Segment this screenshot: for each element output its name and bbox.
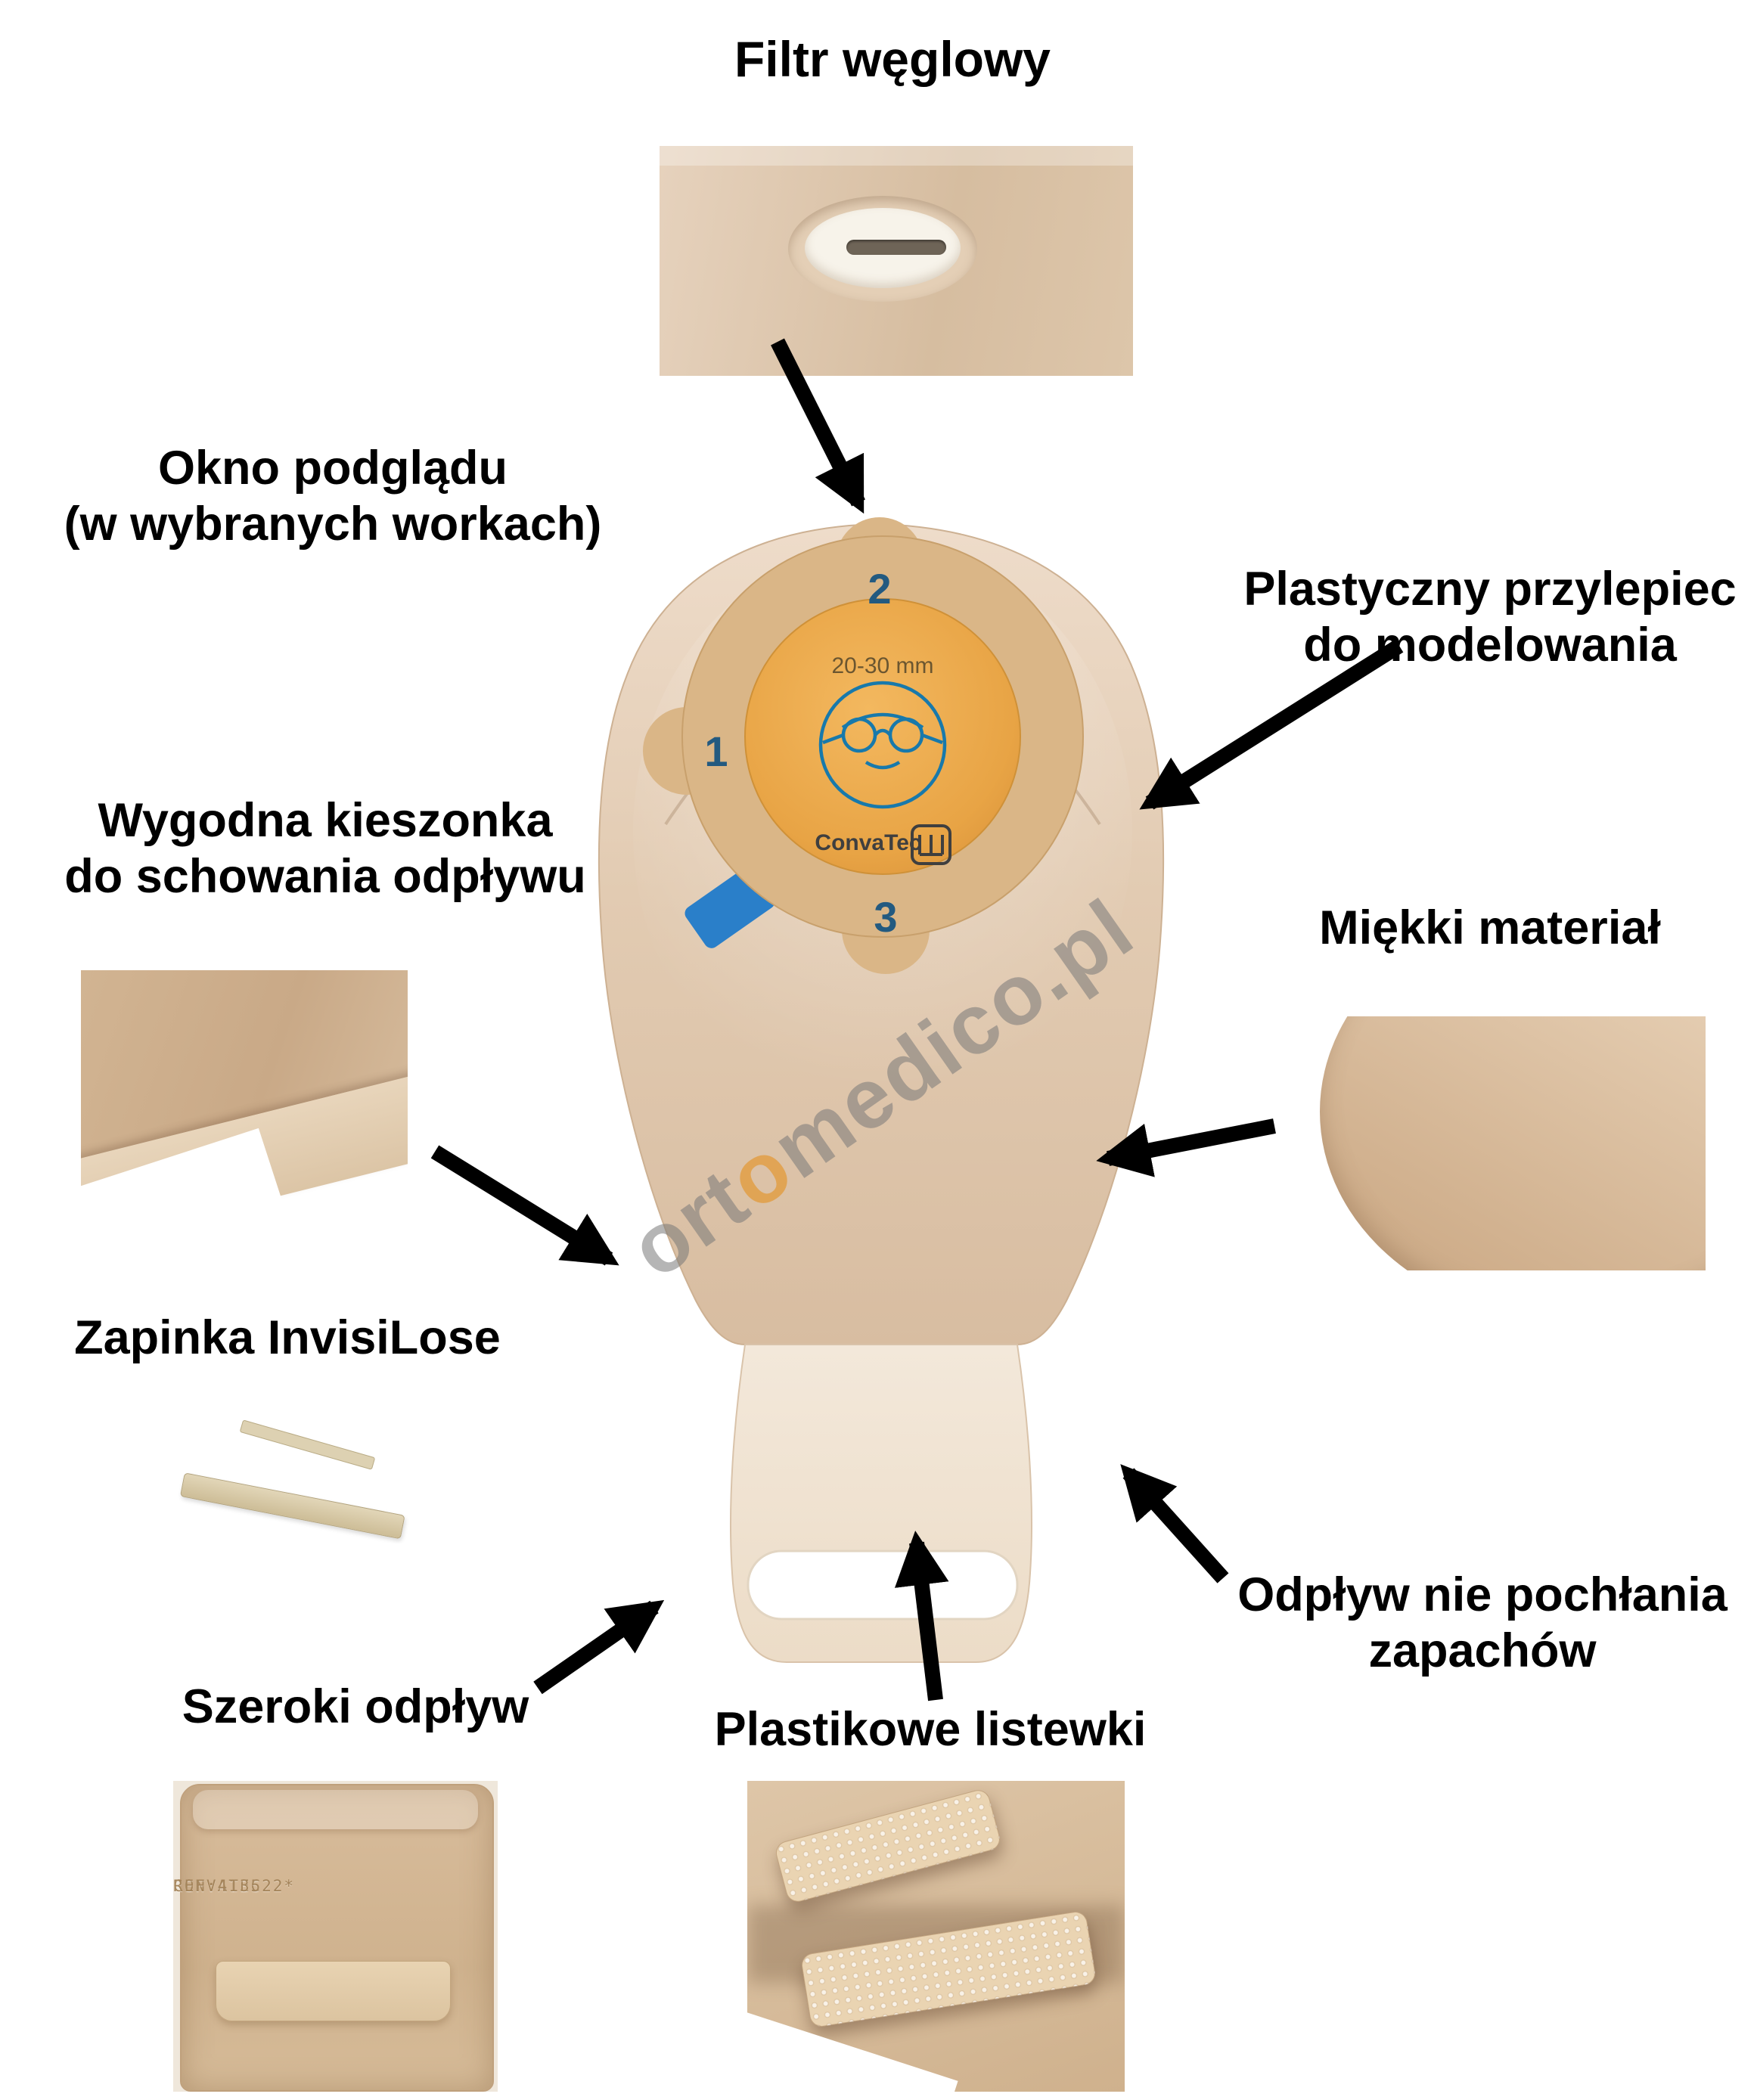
embossed-line2: REF:413522* <box>173 1877 296 1895</box>
label-viewing-window: Okno podglądu (w wybranych workach) <box>30 440 635 553</box>
label-moldable-wafer: Plastyczny przylepiec do modelowania <box>1233 561 1747 674</box>
label-clip: Zapinka InvisiLose <box>74 1311 501 1364</box>
outlet-plastic-body <box>179 1784 495 2092</box>
wafer-size-label: 20-30 mm <box>831 653 933 678</box>
outlet-tab <box>215 1961 451 2022</box>
sleeve-handle-slot <box>747 1549 1019 1621</box>
label-wide-outlet: Szeroki odpływ <box>182 1680 529 1733</box>
outlet-closeup-photo: CONVATEC REF:413522* <box>173 1781 498 2092</box>
soft-fabric-blob <box>1320 1016 1706 1270</box>
label-moldable-line1: Plastyczny przylepiec <box>1243 563 1737 616</box>
label-soft-material: Miękki materiał <box>1319 901 1661 954</box>
soft-material-photo <box>1268 1016 1706 1270</box>
filter-vent-slot <box>846 240 946 255</box>
wafer-ring <box>681 535 1084 938</box>
arrow-odor-to-sleeve <box>1120 1464 1229 1584</box>
wafer-blue-tab <box>684 867 775 948</box>
bag-drain-sleeve <box>729 1344 1033 1663</box>
label-plastic-strips: Plastikowe listewki <box>714 1703 1147 1756</box>
label-viewing-window-line2: (w wybranych workach) <box>64 498 602 551</box>
arrow-material-to-bag <box>1096 1118 1276 1177</box>
stoma-guide-icon <box>818 681 947 809</box>
clip-upper-arm <box>239 1419 376 1470</box>
wafer-step-2: 2 <box>868 565 891 613</box>
label-viewing-window-line1: Okno podglądu <box>158 442 508 495</box>
label-moldable-line2: do modelowania <box>1303 619 1677 672</box>
clip-lower-bar <box>179 1472 405 1540</box>
outlet-top-fold <box>192 1790 479 1830</box>
arrow-strips-to-bag <box>894 1531 949 1701</box>
label-odor-proof: Odpływ nie pochłania zapachów <box>1229 1567 1736 1680</box>
plastic-strip-1 <box>773 1787 1003 1905</box>
embossed-line1: CONVATEC <box>173 1877 262 1895</box>
watermark: ortomedico.pl <box>613 879 1152 1298</box>
label-pocket-line1: Wygodna kieszonka <box>98 794 553 847</box>
strips-closeup-photo <box>747 1781 1125 2092</box>
moldable-wafer: 2 1 3 20-30 mm ConvaTec <box>643 517 1084 974</box>
label-carbon-filter: Filtr węglowy <box>734 31 1051 87</box>
filter-top-weld <box>660 146 1133 166</box>
clip-closeup-photo <box>173 1403 422 1543</box>
label-odor-line1: Odpływ nie pochłania <box>1237 1568 1728 1621</box>
arrow-pocket-to-bag <box>430 1145 619 1266</box>
watermark-part3: medico.pl <box>756 880 1151 1196</box>
bag-top-seam <box>664 660 1101 826</box>
convatec-logo-icon <box>911 824 951 865</box>
label-odor-line2: zapachów <box>1368 1624 1597 1678</box>
wafer-step-1: 1 <box>704 727 728 775</box>
wafer-adhesive <box>744 598 1021 875</box>
arrow-outlet-to-bag <box>533 1599 665 1695</box>
pocket-closeup-photo <box>81 970 408 1219</box>
label-pocket: Wygodna kieszonka do schowania odpływu <box>38 793 613 905</box>
label-pocket-line2: do schowania odpływu <box>64 850 586 904</box>
filter-closeup-photo <box>660 146 1133 376</box>
wafer-step-3: 3 <box>874 893 897 941</box>
convatec-brand-text: ConvaTec <box>815 830 921 855</box>
